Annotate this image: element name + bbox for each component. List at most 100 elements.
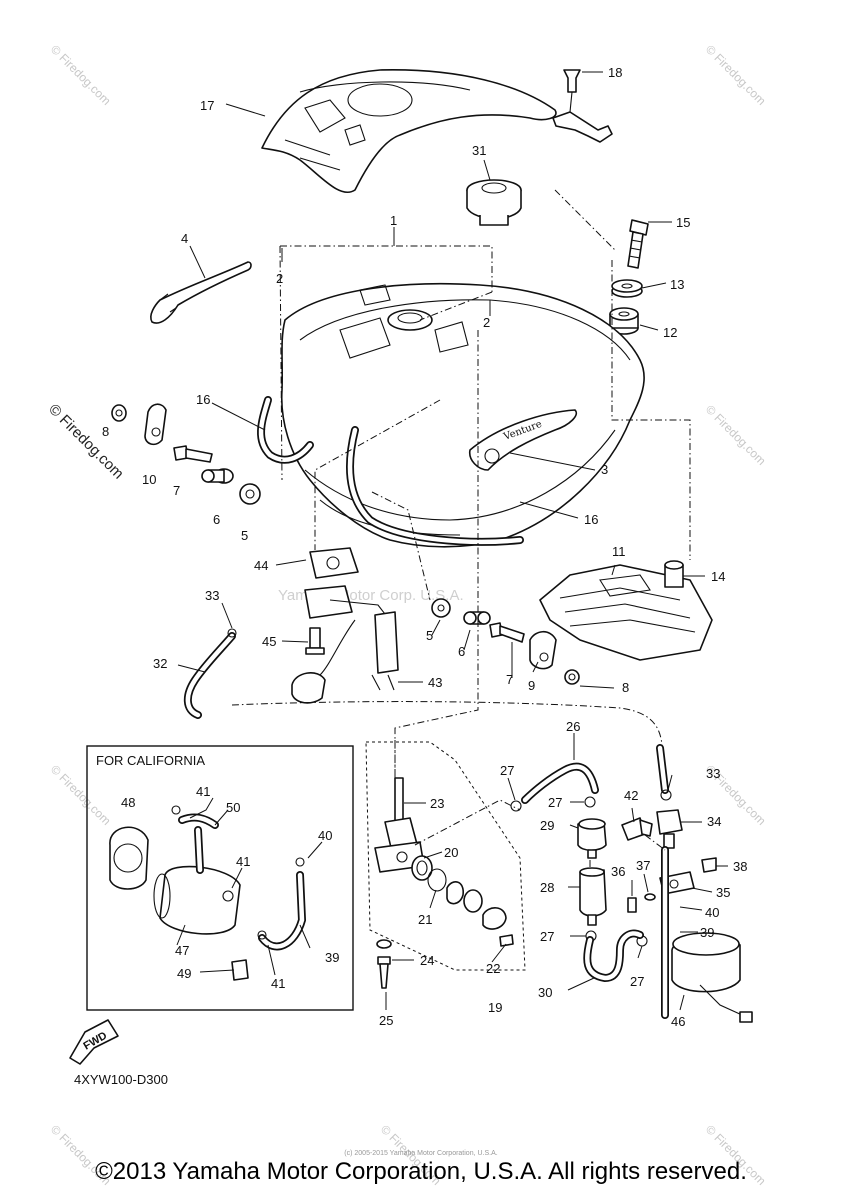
callout-39-right: 39 [700,925,714,940]
collar-14 [664,560,684,588]
callout-34: 34 [707,814,721,829]
callout-29: 29 [540,818,554,833]
callout-40-right: 40 [705,905,719,920]
breather-hose-16 [257,396,524,546]
grommet-8-right [564,669,580,685]
callout-5-right: 5 [426,628,433,643]
watermark-top-right: © Firedog.com [703,42,769,108]
callout-15: 15 [676,215,690,230]
callout-2-left: 2 [276,271,283,286]
hose-33-right [656,744,672,801]
callout-24: 24 [420,953,434,968]
canister-46 [671,932,753,1023]
callout-30: 30 [538,985,552,1000]
connector-42 [621,817,653,841]
callout-49: 49 [177,966,191,981]
callout-8-right: 8 [622,680,629,695]
callout-19: 19 [488,1000,502,1015]
callout-3: 3 [601,462,608,477]
solenoid-48 [109,826,149,890]
clamps-27 [510,796,648,947]
callout-48: 48 [121,795,135,810]
callout-45: 45 [262,634,276,649]
callout-17: 17 [200,98,214,113]
callout-37: 37 [636,858,650,873]
callout-25: 25 [379,1013,393,1028]
grommet-8-left [111,404,127,422]
callout-16-left: 16 [196,392,210,407]
callout-42: 42 [624,788,638,803]
callout-20: 20 [444,845,458,860]
tiny-credit: (c) 2005-2015 Yamaha Motor Corporation, … [344,1150,498,1157]
damper-12 [609,307,639,335]
screw-38 [701,857,717,873]
fwd-arrow-icon: FWD [69,1019,119,1065]
callout-38: 38 [733,859,747,874]
callout-7-right: 7 [506,672,513,687]
callout-36: 36 [611,864,625,879]
callout-9: 9 [528,678,535,693]
reference-lines [231,189,691,870]
watermark-mid-right: © Firedog.com [703,402,769,468]
watermark-low-left: © Firedog.com [48,762,114,828]
callout-33-right: 33 [706,766,720,781]
callout-35: 35 [716,885,730,900]
callout-14: 14 [711,569,725,584]
callout-44: 44 [254,558,268,573]
callout-28: 28 [540,880,554,895]
o-ring-21 [427,868,447,892]
callout-12: 12 [663,325,677,340]
callout-41-b: 41 [236,854,250,869]
callout-46: 46 [671,1014,685,1029]
callout-40-box: 40 [318,828,332,843]
fuel-tank: Venture [280,283,645,548]
washer-37 [644,893,656,901]
callout-10: 10 [142,472,156,487]
copyright-footer: ©2013 Yamaha Motor Corporation, U.S.A. A… [95,1158,747,1185]
side-cover-11 [539,564,713,661]
fuel-cap [466,179,522,226]
filter-28 [579,867,607,926]
callout-2-right: 2 [483,315,490,330]
callout-31: 31 [472,143,486,158]
callout-21: 21 [418,912,432,927]
callout-numbers: 17 18 31 15 13 12 4 1 2 2 3 16 16 11 14 … [102,65,747,1029]
hose-26 [521,762,599,804]
callout-4: 4 [181,231,188,246]
callout-8-left: 8 [102,424,109,439]
callout-27-d: 27 [630,974,644,989]
callout-39-box: 39 [325,950,339,965]
bracket-9 [529,630,557,670]
gasket-44 [309,547,359,579]
sender-unit-43 [291,585,399,704]
bracket-10 [144,403,167,446]
hose-30 [583,929,644,983]
callout-13: 13 [670,277,684,292]
callout-26: 26 [566,719,580,734]
rivet-bolt [552,69,613,143]
callout-27-c: 27 [540,929,554,944]
callout-18: 18 [608,65,622,80]
bolt-36 [627,897,637,913]
callout-27-a: 27 [500,763,514,778]
damper-5-right [431,598,451,618]
washer-13 [611,279,643,298]
callout-33-left: 33 [205,588,219,603]
watermark-top-left: © Firedog.com [48,42,114,108]
callout-47: 47 [175,943,189,958]
valve-34 [656,809,683,849]
emblem-4 [150,261,252,324]
callout-5-left: 5 [241,528,248,543]
callout-6-left: 6 [213,512,220,527]
collar-6-left [201,468,234,484]
callout-50: 50 [226,800,240,815]
callout-23: 23 [430,796,444,811]
hose-32 [183,628,237,719]
bolt-49 [231,959,249,981]
o-ring-20 [411,855,433,881]
callout-32: 32 [153,656,167,671]
screw-22 [499,934,514,947]
leader-lines [176,71,728,1011]
diagram-code: 4XYW100-D300 [74,1072,168,1087]
bolt-45 [305,627,325,655]
